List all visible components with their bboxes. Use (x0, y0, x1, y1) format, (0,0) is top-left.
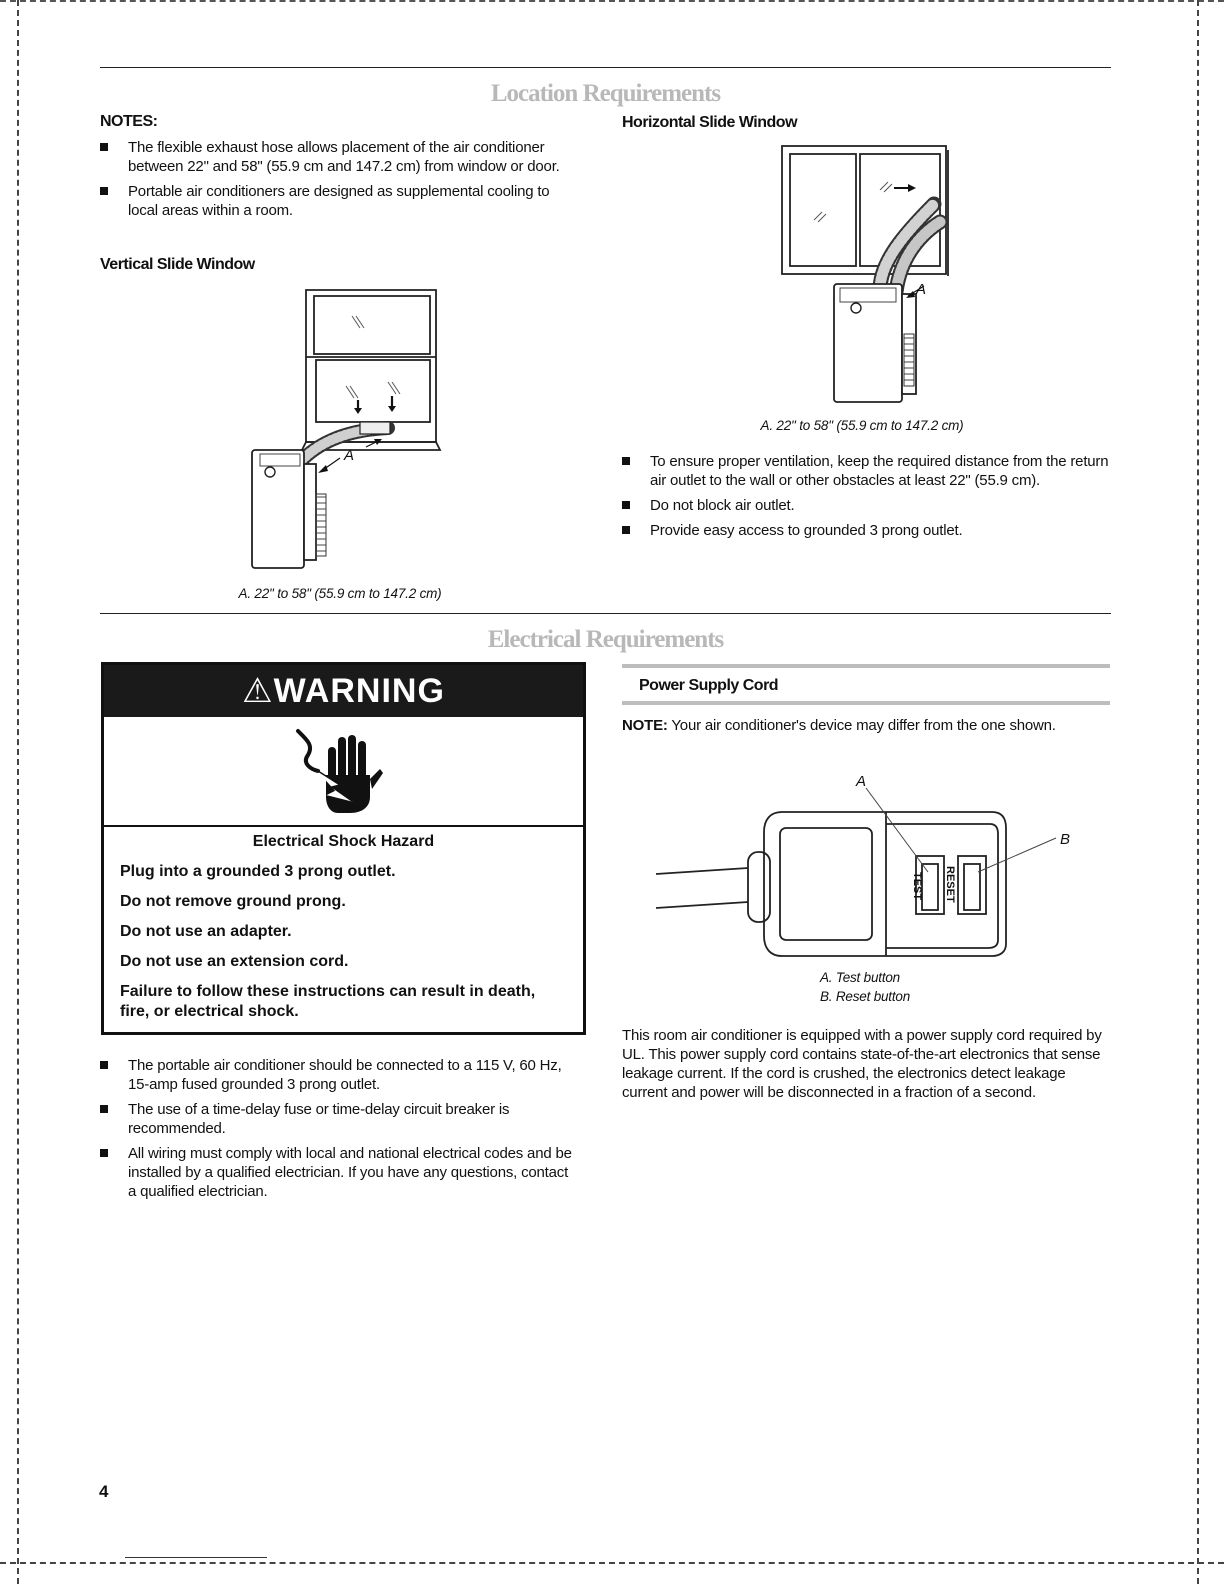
section-divider-electrical (100, 613, 1111, 614)
electrical-bullet: All wiring must comply with local and na… (100, 1144, 580, 1201)
electrical-section-title: Electrical Requirements (487, 626, 725, 653)
power-cord-top-bar (622, 664, 1110, 668)
location-section-title: Location Requirements (490, 80, 721, 107)
bottom-cut-line (0, 1562, 1224, 1564)
callout-a-test: A (855, 773, 866, 790)
top-cut-line (0, 0, 1224, 2)
vertical-slide-window-heading: Vertical Slide Window (100, 256, 255, 273)
warning-line: Do not use an extension cord. (120, 953, 349, 970)
callout-a-vertical: A (343, 447, 354, 464)
test-button-label: TEST (911, 872, 923, 900)
note-text: Your air conditioner's device may differ… (667, 717, 1056, 734)
location-bullets-right: To ensure proper ventilation, keep the r… (622, 452, 1110, 546)
vertical-window-caption: A. 22" to 58" (55.9 cm to 147.2 cm) (238, 586, 442, 601)
location-bullet: Provide easy access to grounded 3 prong … (622, 521, 1110, 540)
horizontal-window-caption: A. 22" to 58" (55.9 cm to 147.2 cm) (760, 418, 964, 433)
note-label: NOTE: (622, 717, 668, 734)
warning-triangle-icon: ⚠ (242, 672, 274, 710)
warning-line: Plug into a grounded 3 prong outlet. (120, 863, 396, 880)
power-supply-cord-heading: Power Supply Cord (639, 677, 779, 694)
electrical-bullet: The portable air conditioner should be c… (100, 1056, 580, 1094)
notes-list: The flexible exhaust hose allows placeme… (100, 138, 565, 226)
test-button-caption: A. Test button (819, 970, 900, 985)
notes-label: NOTES: (100, 113, 158, 130)
electrical-bullets: The portable air conditioner should be c… (100, 1056, 580, 1207)
callout-b-reset: B (1060, 831, 1070, 848)
bottom-tab-line (125, 1557, 267, 1558)
warning-box: ⚠WARNING Electrical Shock Hazard Plug in… (101, 662, 586, 1035)
hazard-title: Electrical Shock Hazard (252, 833, 435, 850)
power-cord-note: NOTE: Your air conditioner's device may … (622, 716, 1110, 735)
warning-body: Electrical Shock Hazard Plug into a grou… (104, 827, 583, 1022)
location-bullet: Do not block air outlet. (622, 496, 1110, 515)
warning-line: Do not use an adapter. (120, 923, 292, 940)
page-number: 4 (99, 1482, 109, 1501)
power-cord-bottom-bar (622, 701, 1110, 705)
reset-button-label: RESET (944, 866, 956, 903)
right-cut-line (1197, 0, 1199, 1584)
warning-icon-area (104, 717, 583, 827)
warning-header-text: WARNING (273, 672, 445, 710)
note-item: Portable air conditioners are designed a… (100, 182, 565, 220)
vertical-slide-window-illustration: A (251, 289, 442, 569)
left-cut-line (17, 0, 19, 1584)
horizontal-slide-window-heading: Horizontal Slide Window (622, 114, 798, 131)
electrical-shock-hand-icon (296, 729, 383, 813)
note-item: The flexible exhaust hose allows placeme… (100, 138, 565, 176)
reset-button-caption: B. Reset button (819, 989, 911, 1004)
electrical-bullet: The use of a time-delay fuse or time-del… (100, 1100, 580, 1138)
warning-line: Do not remove ground prong. (120, 893, 346, 910)
location-bullet: To ensure proper ventilation, keep the r… (622, 452, 1110, 490)
warning-line: Failure to follow these instructions can… (120, 983, 536, 1020)
callout-a-horizontal: A (915, 281, 926, 298)
power-cord-description: This room air conditioner is equipped wi… (622, 1027, 1102, 1101)
section-divider-location (100, 67, 1111, 68)
horizontal-slide-window-illustration: A (781, 145, 949, 403)
power-cord-device-illustration: TEST RESET A B (655, 773, 1070, 957)
warning-header: ⚠WARNING (104, 665, 583, 717)
